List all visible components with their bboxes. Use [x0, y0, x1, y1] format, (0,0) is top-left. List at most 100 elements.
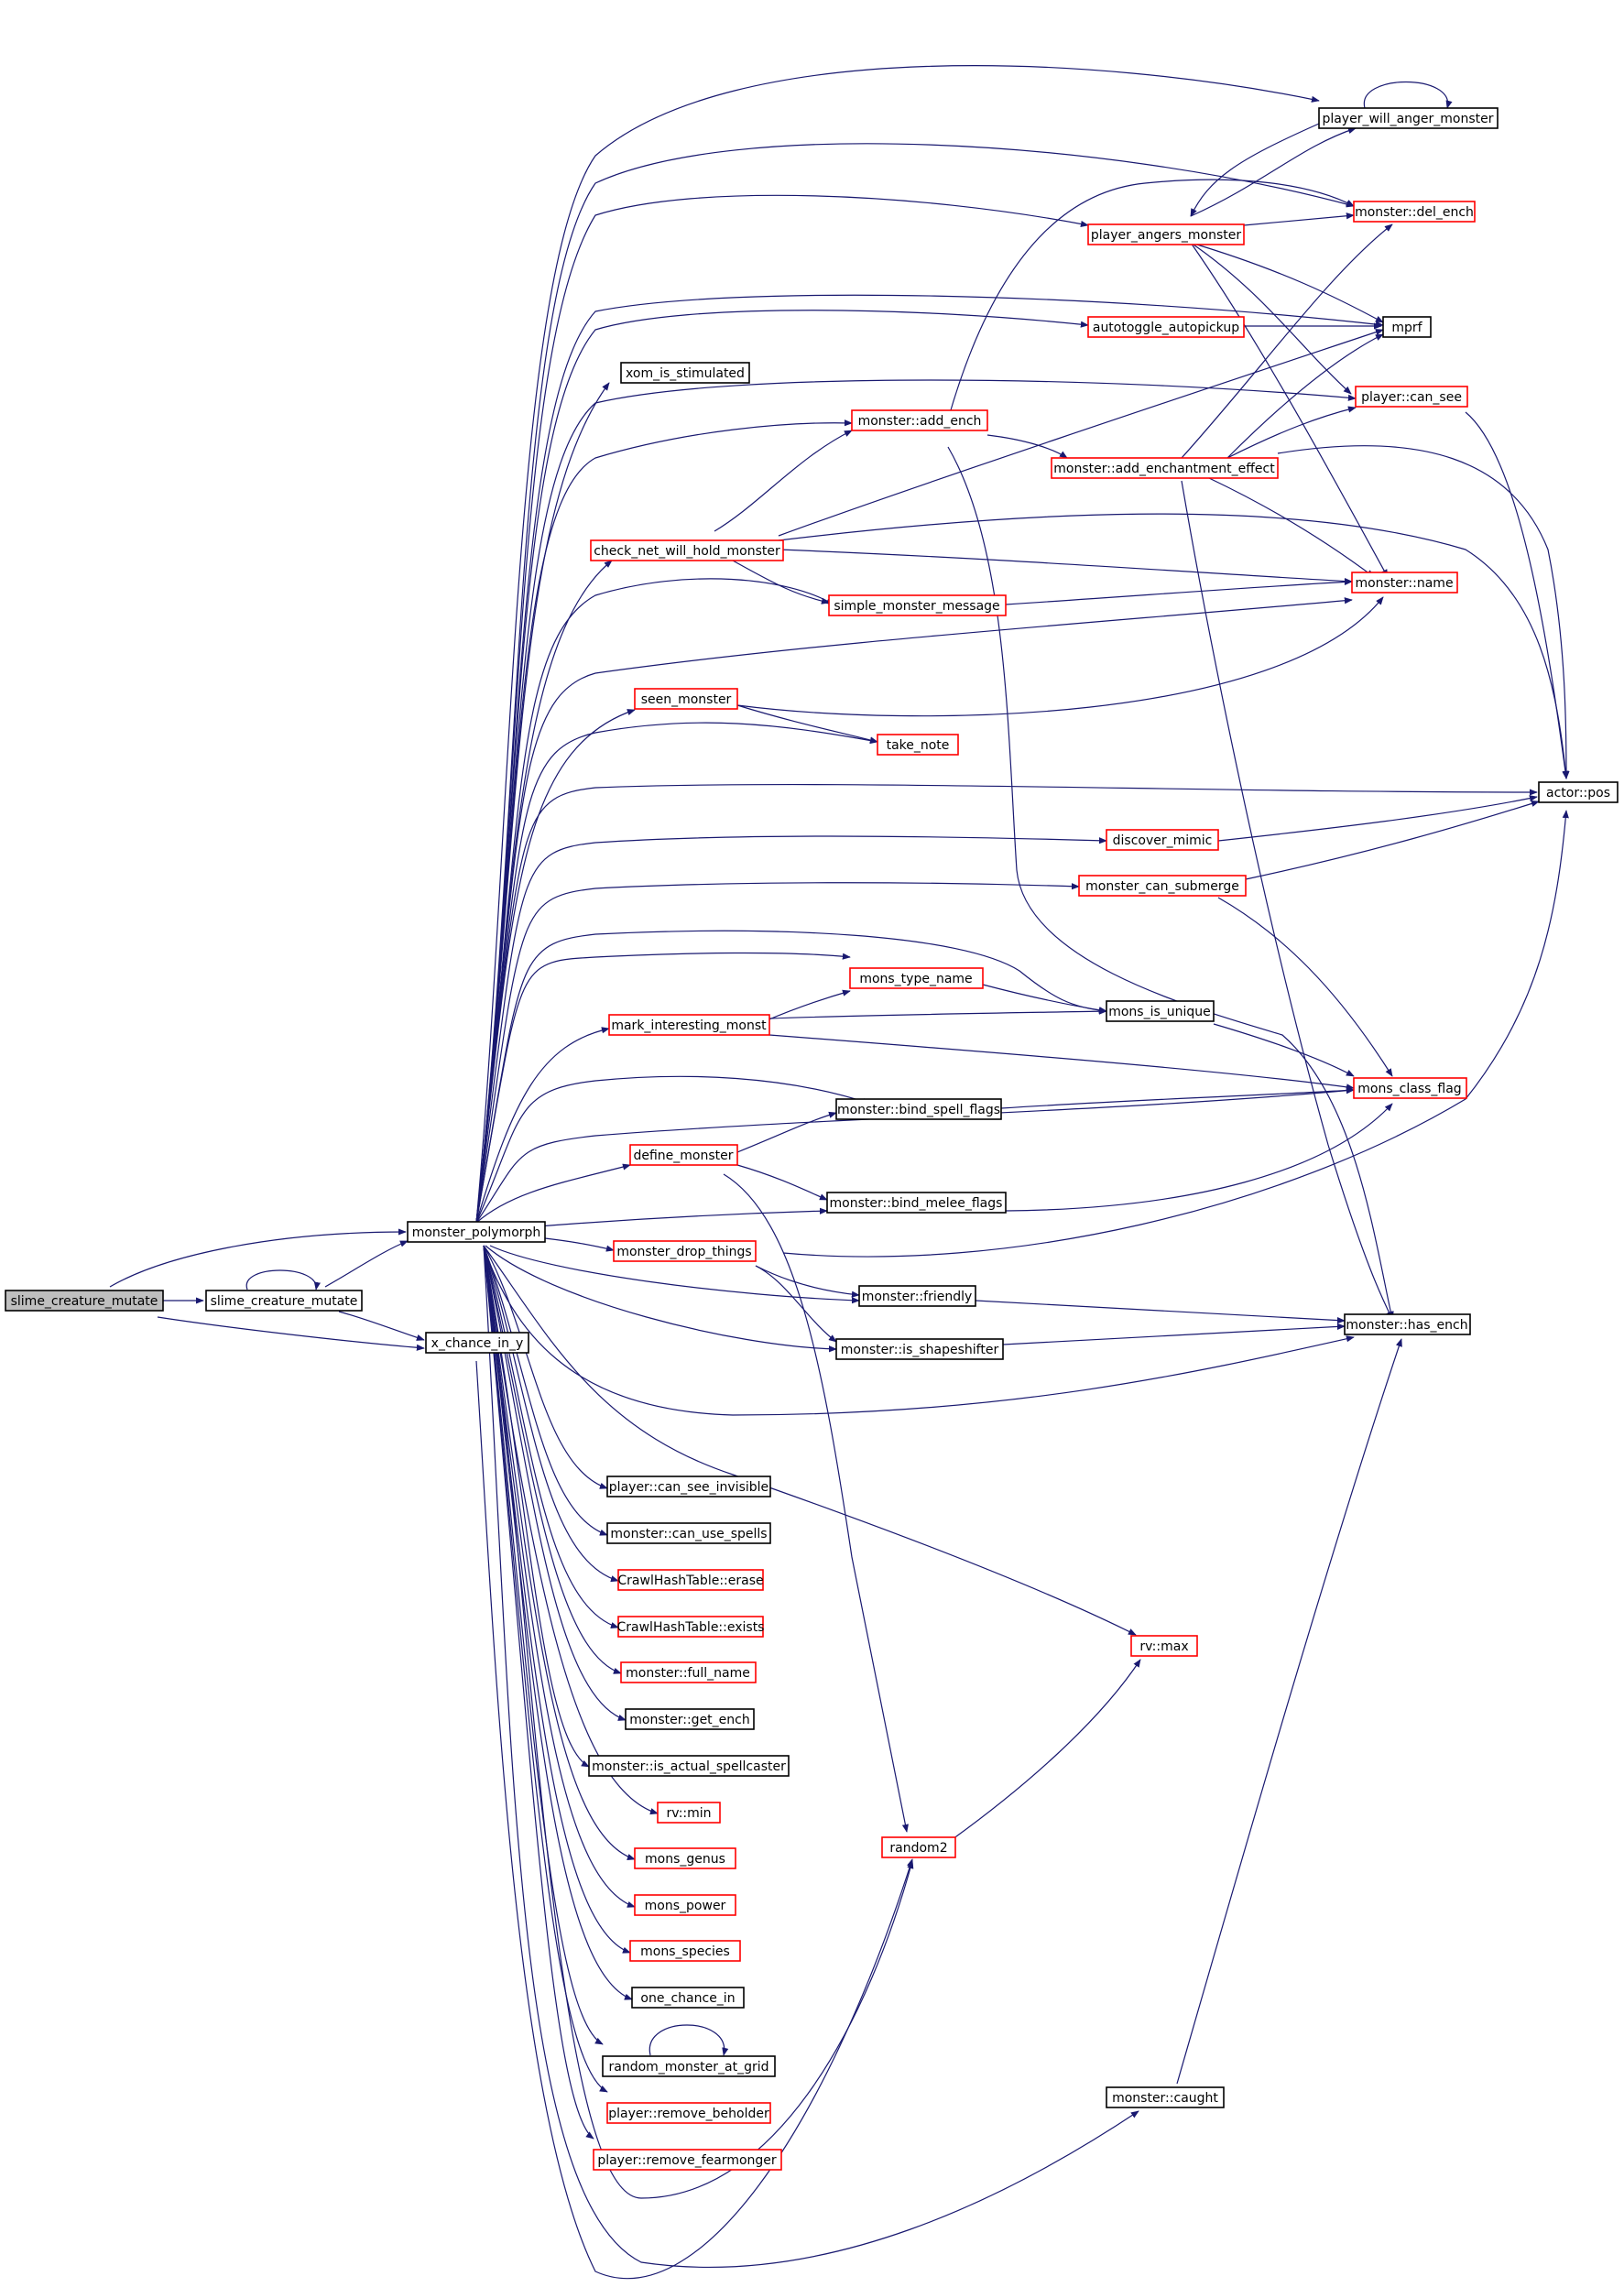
edge-mp-to-bind-spell-flags	[475, 1075, 871, 1224]
node-rv-max[interactable]: rv::max	[1130, 1635, 1198, 1657]
edge-sm-to-monster-name	[736, 596, 1384, 717]
edge-caught-to-has-ench	[1176, 1338, 1402, 2085]
edge-scm-to-monster-polymorph	[324, 1240, 409, 1288]
edge-mdt-to-is-shapeshifter	[755, 1265, 837, 1343]
node-player-will-anger-monster[interactable]: player_will_anger_monster	[1318, 107, 1499, 129]
edge-mp-to-remove-fearmonger	[483, 1245, 594, 2140]
edge-mp-to-crawl-erase	[483, 1245, 619, 1583]
node-monster-polymorph[interactable]: monster_polymorph	[407, 1221, 546, 1243]
edge-cnw-to-smm	[732, 560, 830, 604]
edge-cnw-to-add-ench	[714, 430, 853, 532]
node-can-see-invisible[interactable]: player::can_see_invisible	[606, 1476, 771, 1497]
node-discover-mimic[interactable]: discover_mimic	[1106, 829, 1219, 851]
node-label: monster_drop_things	[616, 1245, 751, 1259]
node-take-note[interactable]: take_note	[877, 734, 959, 756]
node-mons-is-unique[interactable]: mons_is_unique	[1106, 1000, 1215, 1022]
edge-mp-to-player-will-anger-monster	[475, 65, 1320, 1224]
node-x-chance-in-y[interactable]: x_chance_in_y	[425, 1332, 529, 1354]
node-label: x_chance_in_y	[431, 1336, 524, 1351]
node-get-ench[interactable]: monster::get_ench	[625, 1708, 755, 1730]
edge-pcs-to-actor-pos	[1465, 411, 1569, 779]
node-label: CrawlHashTable::exists	[617, 1620, 765, 1635]
edge-mp-to-define-monster	[475, 1163, 631, 1224]
edges	[109, 65, 1570, 2280]
node-autotoggle-autopickup[interactable]: autotoggle_autopickup	[1087, 316, 1245, 338]
node-one-chance-in[interactable]: one_chance_in	[631, 1987, 745, 2009]
node-label: player::can_see	[1361, 390, 1462, 405]
node-label: rv::min	[666, 1806, 711, 1821]
node-mark-interesting-monst[interactable]: mark_interesting_monst	[608, 1014, 770, 1036]
node-mons-genus[interactable]: mons_genus	[634, 1847, 736, 1869]
node-xom-is-stimulated[interactable]: xom_is_stimulated	[620, 362, 750, 384]
node-random-monster-at-grid[interactable]: random_monster_at_grid	[602, 2055, 776, 2077]
node-label: autotoggle_autopickup	[1093, 321, 1239, 335]
node-root-slime-creature-mutate[interactable]: slime_creature_mutate	[5, 1290, 164, 1312]
edge-mp-to-mons-is-unique	[475, 930, 1107, 1224]
node-monster-caught[interactable]: monster::caught	[1106, 2086, 1225, 2108]
node-simple-monster-message[interactable]: simple_monster_message	[828, 594, 1007, 616]
edge-mp-to-simple-monster-message	[475, 578, 834, 1224]
node-monster-can-submerge[interactable]: monster_can_submerge	[1078, 875, 1247, 897]
edge-mcs-to-mons-class-flag	[1217, 897, 1393, 1077]
node-bind-melee-flags[interactable]: monster::bind_melee_flags	[826, 1192, 1007, 1214]
node-label: player_angers_monster	[1091, 228, 1241, 243]
node-del-ench[interactable]: monster::del_ench	[1353, 201, 1476, 223]
edge-mp-to-take-note	[475, 722, 878, 1224]
edge-pam-to-monster-name	[1190, 242, 1389, 578]
node-add-enchantment-effect[interactable]: monster::add_enchantment_effect	[1051, 457, 1279, 479]
node-slime-creature-mutate[interactable]: slime_creature_mutate	[205, 1290, 363, 1312]
node-player-can-see[interactable]: player::can_see	[1355, 386, 1468, 408]
node-mons-power[interactable]: mons_power	[634, 1894, 736, 1916]
edge-cnw-to-mprf	[778, 329, 1384, 537]
node-is-shapeshifter[interactable]: monster::is_shapeshifter	[835, 1338, 1004, 1360]
node-actor-pos[interactable]: actor::pos	[1538, 781, 1619, 803]
edge-mp-to-mons-power	[483, 1245, 636, 1908]
edge-iss-to-has-ench	[1002, 1323, 1346, 1345]
node-remove-beholder[interactable]: player::remove_beholder	[606, 2102, 771, 2124]
node-mprf[interactable]: mprf	[1382, 316, 1432, 338]
node-label: mons_genus	[645, 1852, 725, 1867]
node-check-net-will-hold-monster[interactable]: check_net_will_hold_monster	[590, 539, 784, 561]
edge-miu-to-mons-class-flag	[1213, 1023, 1355, 1077]
node-label: monster_can_submerge	[1085, 879, 1239, 894]
node-monster-friendly[interactable]: monster::friendly	[858, 1285, 976, 1307]
edge-mp-to-can-see-invisible	[483, 1245, 608, 1489]
edge-mp-to-is-shapeshifter	[485, 1245, 837, 1353]
edge-aee-to-actor-pos	[1277, 445, 1570, 779]
edge-mp-to-has-ench	[483, 1247, 1355, 1416]
edge-pam-to-mprf	[1190, 242, 1384, 323]
edge-mp-to-monster-can-submerge	[475, 882, 1080, 1224]
node-is-actual-spellcaster[interactable]: monster::is_actual_spellcaster	[588, 1755, 790, 1777]
edge-mp-to-mark-interesting-monst	[475, 1027, 610, 1224]
node-monster-name[interactable]: monster::name	[1351, 572, 1458, 594]
node-remove-fearmonger[interactable]: player::remove_fearmonger	[593, 2149, 782, 2171]
node-mons-species[interactable]: mons_species	[629, 1940, 741, 1962]
edge-mp-to-is-actual-spellcaster	[483, 1245, 590, 1768]
node-add-ench[interactable]: monster::add_ench	[851, 409, 988, 431]
node-mons-type-name[interactable]: mons_type_name	[849, 967, 984, 989]
node-can-use-spells[interactable]: monster::can_use_spells	[606, 1522, 771, 1544]
edge-cnw-to-actor-pos	[778, 513, 1569, 779]
node-seen-monster[interactable]: seen_monster	[634, 688, 738, 710]
edge-mim-to-mons-type-name	[764, 989, 851, 1022]
node-bind-spell-flags[interactable]: monster::bind_spell_flags	[835, 1098, 1002, 1120]
node-label: monster::friendly	[862, 1290, 973, 1304]
node-rv-min[interactable]: rv::min	[657, 1802, 721, 1824]
node-define-monster[interactable]: define_monster	[629, 1144, 738, 1166]
edge-bmf-to-mons-class-flag	[1005, 1103, 1393, 1212]
node-label: mons_species	[640, 1944, 730, 1959]
node-player-angers-monster[interactable]: player_angers_monster	[1087, 223, 1245, 245]
node-label: take_note	[887, 738, 950, 753]
node-has-ench[interactable]: monster::has_ench	[1344, 1313, 1471, 1335]
node-random2[interactable]: random2	[881, 1836, 956, 1858]
node-full-name[interactable]: monster::full_name	[620, 1661, 757, 1683]
node-monster-drop-things[interactable]: monster_drop_things	[613, 1240, 757, 1262]
node-label: actor::pos	[1546, 786, 1610, 800]
node-crawl-erase[interactable]: CrawlHashTable::erase	[617, 1569, 764, 1591]
node-crawl-exists[interactable]: CrawlHashTable::exists	[617, 1616, 765, 1638]
node-mons-class-flag[interactable]: mons_class_flag	[1353, 1077, 1467, 1099]
edge-pam-to-player-can-see	[1190, 242, 1352, 395]
edge-mp-to-rv-min	[483, 1245, 659, 1815]
node-label: mons_class_flag	[1357, 1082, 1461, 1096]
